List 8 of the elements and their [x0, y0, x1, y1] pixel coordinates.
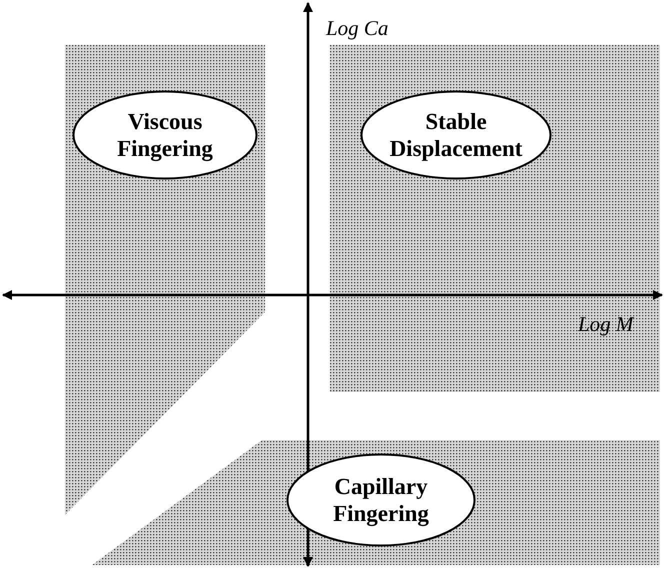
- region-label: Capillary Fingering: [332, 473, 430, 527]
- region-ellipse: [72, 90, 258, 180]
- region-label: Viscous Fingering: [116, 108, 214, 162]
- region-ellipse: [286, 453, 476, 547]
- region-label: Stable Displacement: [388, 108, 524, 162]
- axis-label: Log M: [578, 312, 634, 337]
- region-ellipse: [360, 90, 552, 180]
- axis-label: Log Ca: [326, 16, 388, 41]
